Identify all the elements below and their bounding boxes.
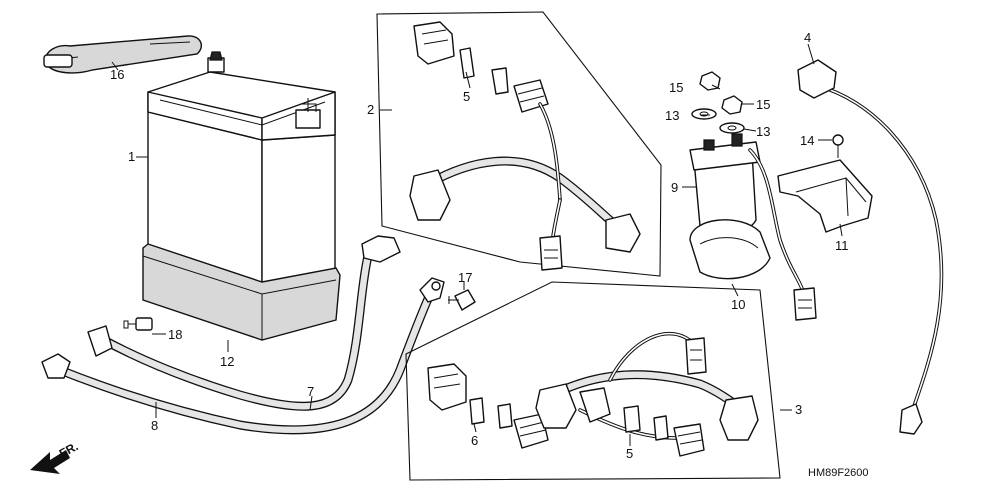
battery-cable-8-part xyxy=(41,277,445,435)
harness-bottom-part xyxy=(405,281,781,481)
callout-16: 16 xyxy=(110,67,124,82)
screw-14-part xyxy=(832,134,844,158)
battery-cable-7-part xyxy=(87,235,401,411)
cable-4-part xyxy=(797,59,944,435)
callout-5-top: 5 xyxy=(463,89,470,104)
callout-7: 7 xyxy=(307,384,314,399)
figure-code: HM89F2600 xyxy=(808,467,869,479)
callout-5-bottom: 5 xyxy=(626,446,633,461)
callout-4: 4 xyxy=(804,30,811,45)
harness-top-part xyxy=(376,11,662,277)
callout-15-right: 15 xyxy=(756,97,770,112)
nut-15-right-part xyxy=(721,95,743,115)
leader-lines xyxy=(111,43,843,446)
callout-2: 2 xyxy=(367,102,374,117)
washer-13-lower-part xyxy=(719,122,745,134)
callout-8: 8 xyxy=(151,418,158,433)
callout-18: 18 xyxy=(168,327,182,342)
callout-9: 9 xyxy=(671,180,678,195)
callout-13-lower: 13 xyxy=(756,124,770,139)
callout-17: 17 xyxy=(458,270,472,285)
battery-part xyxy=(147,51,336,297)
callout-12: 12 xyxy=(220,354,234,369)
bracket-part xyxy=(777,159,873,233)
battery-pad-part xyxy=(142,243,341,341)
callout-3: 3 xyxy=(795,402,802,417)
bolt-17-part xyxy=(448,289,476,311)
battery-band-part xyxy=(43,35,202,74)
relay-cover-part xyxy=(689,219,771,280)
front-direction-indicator: FR. xyxy=(30,439,80,474)
washer-13-upper-part xyxy=(691,108,717,120)
callout-1: 1 xyxy=(128,149,135,164)
bolt-18-part xyxy=(123,317,153,331)
callout-6: 6 xyxy=(471,433,478,448)
front-arrow-icon xyxy=(30,450,70,474)
callout-15-left: 15 xyxy=(669,80,683,95)
starter-relay-part xyxy=(689,133,817,321)
callout-11: 11 xyxy=(835,238,849,253)
callout-13-upper: 13 xyxy=(665,108,679,123)
callout-10: 10 xyxy=(731,297,745,312)
callout-14: 14 xyxy=(800,133,814,148)
